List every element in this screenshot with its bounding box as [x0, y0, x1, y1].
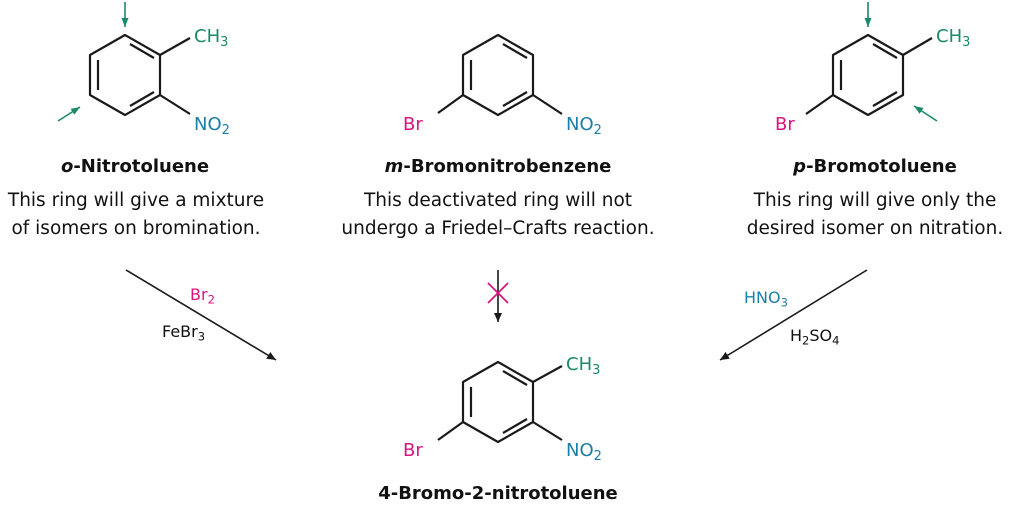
compound-desc-p: This ring will give only the desired iso…: [746, 190, 1004, 239]
nitro-label-o: NO2: [194, 114, 230, 138]
blocked-cross-icon: [487, 282, 509, 304]
hint-arrows-o-nitrotoluene: [57, 2, 129, 122]
compound-desc-o: This ring will give a mixture of isomers…: [7, 190, 265, 239]
methyl-label-p: CH3: [936, 26, 971, 50]
compound-name-p: p-Bromotoluene: [793, 156, 957, 177]
arrow-bromination: [125, 269, 277, 361]
ring-p-bromotoluene: [805, 33, 933, 117]
nitro-label-m: NO2: [566, 114, 602, 138]
bromo-label-product: Br: [403, 440, 423, 461]
ring-o-nitrotoluene: [88, 33, 191, 117]
bromo-label-m: Br: [403, 114, 423, 135]
compound-name-o: o-Nitrotoluene: [60, 156, 210, 177]
nitro-label-product: NO2: [566, 440, 602, 464]
reagent-br2: Br2: [190, 285, 215, 307]
ring-product: [437, 360, 563, 444]
methyl-label-product: CH3: [566, 354, 601, 378]
compound-desc-m: This deactivated ring will not undergo a…: [341, 190, 655, 239]
ring-m-bromonitrobenzene: [437, 33, 563, 117]
product-name: 4-Bromo-2-nitrotoluene: [378, 483, 618, 504]
methyl-label-o: CH3: [194, 26, 229, 50]
arrow-nitration: [719, 269, 868, 361]
reagent-febr3: FeBr3: [162, 322, 206, 344]
reagent-hno3: HNO3: [744, 288, 788, 310]
compound-name-m: m-Bromonitrobenzene: [384, 156, 612, 177]
reagent-h2so4: H2SO4: [790, 326, 840, 348]
bromo-label-p: Br: [775, 114, 795, 135]
hint-arrows-p-bromotoluene: [864, 2, 938, 122]
